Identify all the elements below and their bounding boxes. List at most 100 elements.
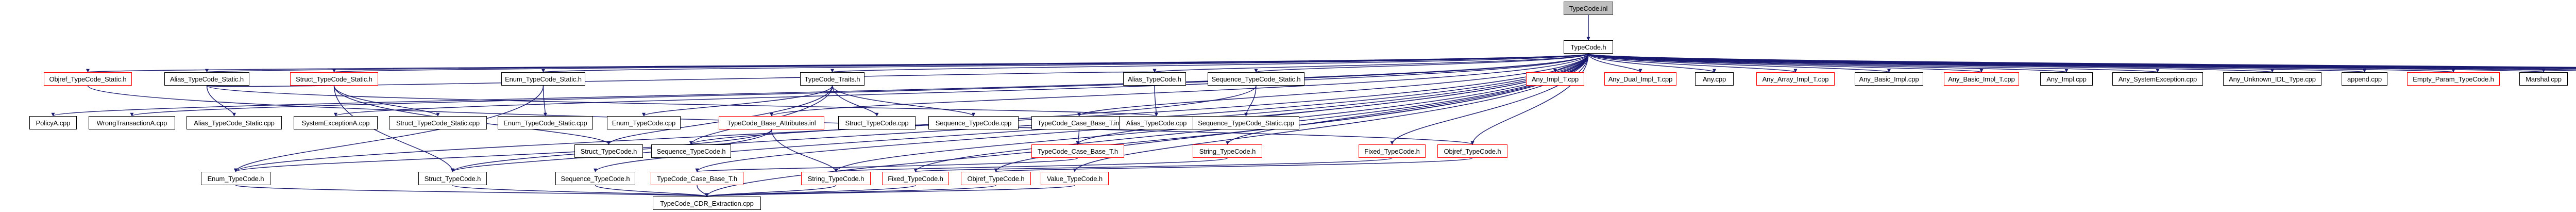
graph-node-label: Alias_TypeCode_Static.cpp [194, 119, 275, 127]
graph-node[interactable]: Struct_TypeCode_Static.cpp [389, 116, 487, 129]
graph-node[interactable]: Enum_TypeCode_Static.cpp [498, 116, 593, 129]
graph-node-label: Objref_TypeCode.h [1444, 147, 1501, 155]
graph-node-label: Any_SystemException.cpp [2118, 75, 2197, 83]
graph-edge [1154, 85, 1158, 117]
graph-node-label: Objref_TypeCode.h [967, 174, 1025, 183]
graph-node-label: Objref_TypeCode_Static.h [49, 75, 127, 83]
graph-node[interactable]: TypeCode.inl [1564, 2, 1613, 15]
graph-node-label: Struct_TypeCode.h [580, 147, 637, 155]
graph-node-label: TypeCode.h [1570, 43, 1606, 51]
graph-node[interactable]: Objref_TypeCode.h [961, 172, 1031, 185]
graph-node-label: Enum_TypeCode.h [207, 174, 264, 183]
graph-node[interactable]: Any_Basic_Impl_T.cpp [1944, 72, 2019, 86]
graph-node[interactable]: Enum_TypeCode.cpp [607, 116, 681, 129]
graph-node[interactable]: Sequence_TypeCode.cpp [928, 116, 1019, 129]
graph-edge [206, 85, 236, 117]
graph-node[interactable]: Sequence_TypeCode_Static.h [1208, 72, 1304, 86]
graph-edge [914, 157, 1393, 172]
graph-node[interactable]: Struct_TypeCode_Static.h [290, 72, 378, 86]
graph-node[interactable]: TypeCode_Base_Attributes.inl [719, 116, 824, 129]
graph-edge [1076, 53, 1589, 145]
graph-node[interactable]: SystemExceptionA.cpp [294, 116, 378, 129]
graph-node-label: Sequence_TypeCode.h [656, 147, 726, 155]
graph-node[interactable]: Enum_TypeCode_Static.h [501, 72, 585, 86]
graph-node[interactable]: WrongTransactionA.cpp [89, 116, 175, 129]
graph-node-label: TypeCode_Case_Base_T.inl [1037, 119, 1121, 127]
graph-node-label: WrongTransactionA.cpp [96, 119, 167, 127]
graph-node[interactable]: Alias_TypeCode_Static.h [164, 72, 249, 86]
graph-edge [832, 85, 879, 117]
graph-edge [1588, 53, 2545, 73]
graph-node[interactable]: TypeCode_Case_Base_T.inl [1031, 116, 1127, 129]
graph-node-label: TypeCode_Case_Base_T.h [1037, 147, 1118, 155]
graph-edge [705, 185, 1075, 197]
graph-edge [1588, 53, 2576, 70]
graph-node[interactable]: Any_Impl_T.cpp [1526, 72, 1584, 86]
graph-edge [994, 157, 1473, 172]
graph-node[interactable]: Struct_TypeCode.cpp [838, 116, 916, 129]
graph-edge [1073, 53, 1589, 172]
graph-edge [206, 53, 1589, 73]
graph-edge [1588, 53, 2274, 73]
graph-edge [832, 85, 975, 117]
graph-node[interactable]: Sequence_TypeCode.h [651, 144, 731, 158]
graph-edge [705, 185, 837, 197]
graph-node-label: Any_Basic_Impl_T.cpp [1948, 75, 2015, 83]
graph-node-label: Value_TypeCode.h [1046, 174, 1103, 183]
graph-node[interactable]: Any_SystemException.cpp [2112, 72, 2203, 86]
graph-edge [1553, 53, 1589, 73]
graph-node-label: TypeCode_Base_Attributes.inl [727, 119, 816, 127]
graph-node[interactable]: Value_TypeCode.h [1041, 172, 1109, 185]
graph-node[interactable]: Any.cpp [1695, 72, 1734, 86]
graph-node-label: Struct_TypeCode.cpp [845, 119, 909, 127]
graph-node[interactable]: String_TypeCode.h [1193, 144, 1262, 158]
graph-edge [771, 129, 838, 172]
graph-node-label: Alias_TypeCode_Static.h [170, 75, 244, 83]
graph-node[interactable]: Sequence_TypeCode.h [555, 172, 635, 185]
graph-node-label: PolicyA.cpp [36, 119, 71, 127]
graph-node[interactable]: Marshal.cpp [2519, 72, 2568, 86]
graph-node-label: Any_Impl_T.cpp [1531, 75, 1579, 83]
graph-edge [333, 85, 440, 117]
graph-node[interactable]: Fixed_TypeCode.h [882, 172, 949, 185]
graph-node[interactable]: Enum_TypeCode.h [201, 172, 270, 185]
graph-edge [1244, 85, 1257, 117]
graph-node[interactable]: TypeCode.h [1564, 40, 1613, 54]
graph-node[interactable]: Any_Impl.cpp [2040, 72, 2093, 86]
graph-node[interactable]: Fixed_TypeCode.h [1359, 144, 1426, 158]
graph-node[interactable]: Objref_TypeCode_Static.h [44, 72, 132, 86]
graph-node[interactable]: String_TypeCode.h [801, 172, 871, 185]
graph-node-label: Enum_TypeCode.cpp [612, 119, 676, 127]
graph-node[interactable]: Any_Unknown_IDL_Type.cpp [2223, 72, 2321, 86]
graph-node[interactable]: PolicyA.cpp [29, 116, 77, 129]
graph-edge [1076, 129, 1080, 145]
graph-node[interactable]: Any_Dual_Impl_T.cpp [1604, 72, 1676, 86]
graph-node[interactable]: TypeCode_Case_Base_T.h [651, 172, 743, 185]
graph-edge [1588, 53, 2576, 70]
graph-node-label: Any.cpp [1702, 75, 1726, 83]
graph-edge [1153, 53, 1589, 73]
graph-node[interactable]: Alias_TypeCode.h [1123, 72, 1186, 86]
graph-node[interactable]: Alias_TypeCode.cpp [1119, 116, 1194, 129]
graph-node[interactable]: TypeCode_Traits.h [800, 72, 865, 86]
graph-node-label: TypeCode_Traits.h [804, 75, 860, 83]
graph-edge [834, 157, 1228, 172]
graph-edge [1588, 53, 2159, 73]
graph-node[interactable]: Alias_TypeCode_Static.cpp [187, 116, 282, 129]
graph-edge [705, 185, 996, 197]
graph-node[interactable]: Struct_TypeCode.h [418, 172, 487, 185]
graph-node[interactable]: Any_Array_Impl_T.cpp [1756, 72, 1835, 86]
graph-node-label: Sequence_TypeCode.cpp [935, 119, 1012, 127]
graph-edge [607, 85, 833, 145]
graph-node[interactable]: Sequence_TypeCode_Static.cpp [1193, 116, 1299, 129]
graph-node[interactable]: Any_Basic_Impl.cpp [1855, 72, 1923, 86]
graph-node[interactable]: Struct_TypeCode.h [574, 144, 643, 158]
graph-node-label: Alias_TypeCode.cpp [1126, 119, 1187, 127]
graph-node[interactable]: Objref_TypeCode.h [1437, 144, 1507, 158]
graph-node[interactable]: Empty_Param_TypeCode.h [2407, 72, 2500, 86]
graph-node[interactable]: TypeCode_CDR_Extraction.cpp [653, 197, 761, 210]
graph-node[interactable]: append.cpp [2342, 72, 2387, 86]
graph-edge [1588, 53, 1798, 73]
graph-node[interactable]: TypeCode_Case_Base_T.h [1031, 144, 1124, 158]
